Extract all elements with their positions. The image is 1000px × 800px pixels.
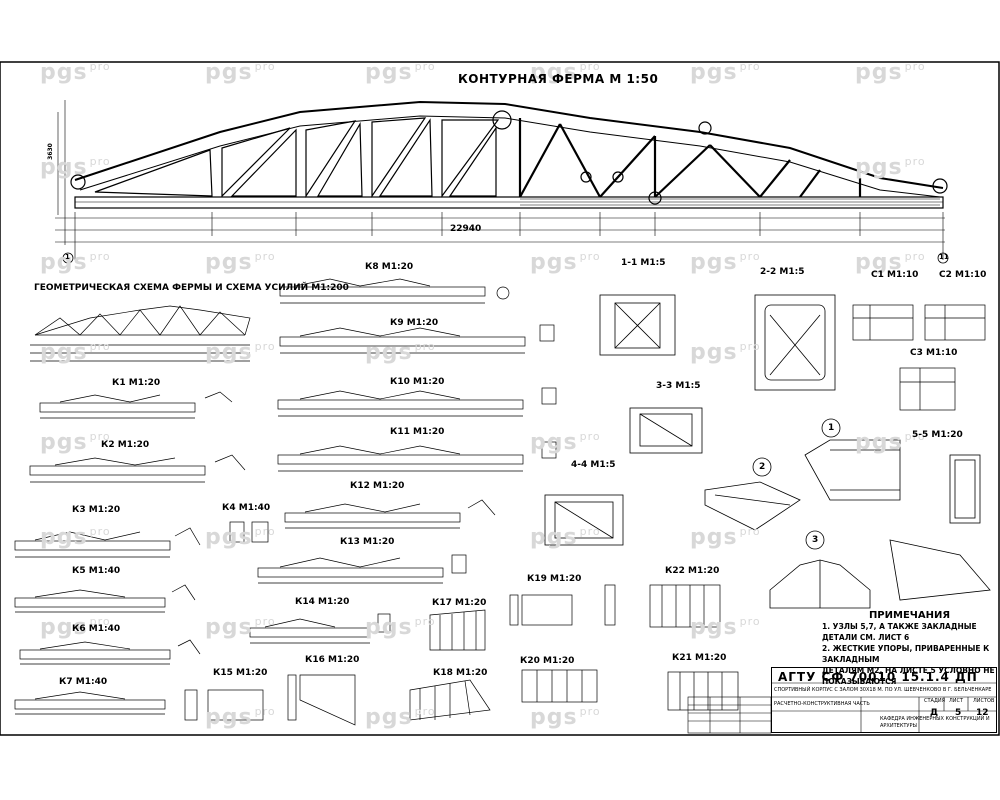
frame-label-k13: К13 М1:20 bbox=[340, 537, 395, 547]
detail-drawings bbox=[852, 304, 986, 411]
stage-label: СТАДИЯ bbox=[924, 698, 946, 704]
section-label-2-2: 2-2 М1:5 bbox=[760, 267, 805, 277]
frame-label-k18: К18 М1:20 bbox=[433, 668, 488, 678]
frame-label-k1: К1 М1:20 bbox=[112, 378, 161, 388]
axis-label-right: 11 bbox=[939, 253, 949, 261]
frame-label-k11: К11 М1:20 bbox=[390, 427, 445, 437]
part-name: РАСЧЕТНО-КОНСТРУКТИВНАЯ ЧАСТЬ bbox=[774, 701, 870, 707]
frame-label-k8: К8 М1:20 bbox=[365, 262, 414, 272]
note-line: ДЕТАЛЯМ М2, НА ЛИСТЕ 5 УСЛОВНО НЕ ПОКАЗЫ… bbox=[822, 666, 995, 686]
frame-label-k7: К7 М1:40 bbox=[59, 677, 108, 687]
frame-label-k2: К2 М1:20 bbox=[101, 440, 150, 450]
detail-label-c3: С3 М1:10 bbox=[910, 348, 958, 358]
frame-label-k19: К19 М1:20 bbox=[527, 574, 582, 584]
geometric-scheme bbox=[30, 305, 251, 362]
frame-label-k21: К21 М1:20 bbox=[672, 653, 727, 663]
sheets-value: 12 bbox=[976, 708, 989, 718]
frame-label-k15: К15 М1:20 bbox=[213, 668, 268, 678]
notes-title: ПРИМЕЧАНИЯ bbox=[868, 610, 951, 621]
node-label-1: 1 bbox=[828, 423, 835, 433]
geometric-scheme-title: ГЕОМЕТРИЧЕСКАЯ СХЕМА ФЕРМЫ И СХЕМА УСИЛИ… bbox=[34, 283, 349, 293]
node-label-3: 3 bbox=[812, 535, 819, 545]
document-code: АГТУ СФ 70010 15.1.4 ДП bbox=[778, 670, 978, 684]
axis-marker-left bbox=[62, 252, 74, 264]
node-label-2: 2 bbox=[759, 462, 766, 472]
section-label-4-4: 4-4 М1:5 bbox=[571, 460, 616, 470]
note-line: 1. УЗЛЫ 5,7, А ТАКЖЕ ЗАКЛАДНЫЕ ДЕТАЛИ СМ… bbox=[822, 622, 977, 642]
node-details bbox=[704, 418, 991, 609]
frame-label-k20: К20 М1:20 bbox=[520, 656, 575, 666]
sheet-label: ЛИСТ bbox=[949, 698, 964, 704]
axis-marker-right bbox=[937, 252, 949, 264]
frame-label-k22: К22 М1:20 bbox=[665, 566, 720, 576]
frame-label-k4: К4 М1:40 bbox=[222, 503, 271, 513]
section-label-1-1: 1-1 М1:5 bbox=[621, 258, 666, 268]
notes-block: ПРИМЕЧАНИЯ 1. УЗЛЫ 5,7, А ТАКЖЕ ЗАКЛАДНЫ… bbox=[822, 610, 997, 687]
stage-value: Д bbox=[930, 708, 939, 718]
frame-label-k9: К9 М1:20 bbox=[390, 318, 439, 328]
sheets-label: ЛИСТОВ bbox=[973, 698, 995, 704]
sections bbox=[544, 294, 981, 546]
frame-label-k10: К10 М1:20 bbox=[390, 377, 445, 387]
total-dimension: 22940 bbox=[450, 224, 482, 234]
frame-label-k14: К14 М1:20 bbox=[295, 597, 350, 607]
note-line: 2. ЖЕСТКИЕ УПОРЫ, ПРИВАРЕННЫЕ К ЗАКЛАДНЫ… bbox=[822, 644, 990, 664]
contour-truss bbox=[70, 100, 948, 209]
sheet-value: 5 bbox=[955, 708, 962, 718]
section-label-5-5: 5-5 М1:20 bbox=[912, 430, 963, 440]
title-block: АГТУ СФ 70010 15.1.4 ДП СПОРТИВНЫЙ КОРПУ… bbox=[771, 667, 997, 733]
project-name: СПОРТИВНЫЙ КОРПУС С ЗАЛОМ 30Х18 М. ПО УЛ… bbox=[774, 687, 992, 693]
height-dimension: 3630 bbox=[46, 143, 54, 160]
detail-label-c2: С2 М1:10 bbox=[939, 270, 987, 280]
frame-label-k17: К17 М1:20 bbox=[432, 598, 487, 608]
frame-label-k6: К6 М1:40 bbox=[72, 624, 121, 634]
section-label-3-3: 3-3 М1:5 bbox=[656, 381, 701, 391]
frame-label-k16: К16 М1:20 bbox=[305, 655, 360, 665]
axis-label-left: 1 bbox=[65, 253, 70, 261]
frame-label-k5: К5 М1:40 bbox=[72, 566, 121, 576]
frame-label-k12: К12 М1:20 bbox=[350, 481, 405, 491]
sheet-frame bbox=[0, 61, 1000, 736]
main-title: КОНТУРНАЯ ФЕРМА М 1:50 bbox=[458, 72, 659, 86]
frame-drawings bbox=[14, 278, 739, 726]
detail-label-c1: С1 М1:10 bbox=[871, 270, 919, 280]
truss-dimensions bbox=[55, 100, 945, 260]
frame-label-k3: К3 М1:20 bbox=[72, 505, 121, 515]
stamp-grid bbox=[687, 682, 997, 734]
department-name: КАФЕДРА ИНЖЕНЕРНЫХ КОНСТРУКЦИЙ И АРХИТЕК… bbox=[880, 716, 990, 729]
